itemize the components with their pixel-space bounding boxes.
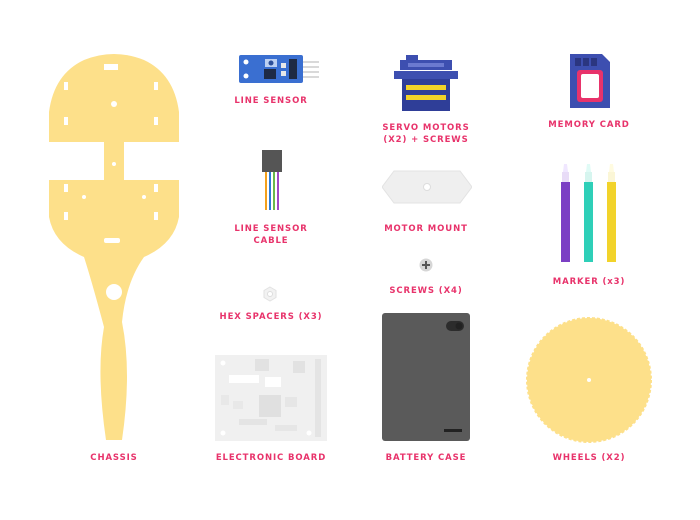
chassis-label: CHASSIS	[90, 453, 138, 463]
servo-motors-label-line2: (X2) + SCREWS	[383, 135, 469, 145]
motor-mount-label: MOTOR MOUNT	[384, 224, 468, 234]
wheels-label: WHEELS (X2)	[552, 453, 626, 463]
electronic-board-image	[215, 355, 327, 441]
memory-card-image	[570, 54, 610, 108]
servo-motor-image	[394, 55, 458, 113]
line-sensor-label: LINE SENSOR	[234, 96, 308, 106]
line-sensor-image	[239, 55, 321, 83]
hex-spacers-label: HEX SPACERS (X3)	[219, 312, 323, 322]
markers-image	[559, 160, 621, 264]
battery-case-label: BATTERY CASE	[385, 453, 467, 463]
electronic-board-label: ELECTRONIC BOARD	[215, 453, 327, 463]
memory-card-label: MEMORY CARD	[548, 120, 630, 130]
motor-mount-image	[382, 167, 472, 207]
chassis-image	[44, 52, 184, 442]
screw-icon	[419, 258, 433, 272]
screws-label: SCREWS (X4)	[389, 286, 463, 296]
servo-motors-label-line1: SERVO MOTORS	[382, 123, 470, 133]
hex-spacer-image	[262, 286, 278, 302]
wheel-image	[526, 317, 652, 443]
line-sensor-cable-label-line2: CABLE	[253, 236, 289, 246]
line-sensor-cable-image	[261, 150, 283, 212]
marker-label: MARKER (x3)	[552, 277, 626, 287]
line-sensor-cable-label-line1: LINE SENSOR	[234, 224, 308, 234]
battery-case-image	[382, 313, 470, 441]
